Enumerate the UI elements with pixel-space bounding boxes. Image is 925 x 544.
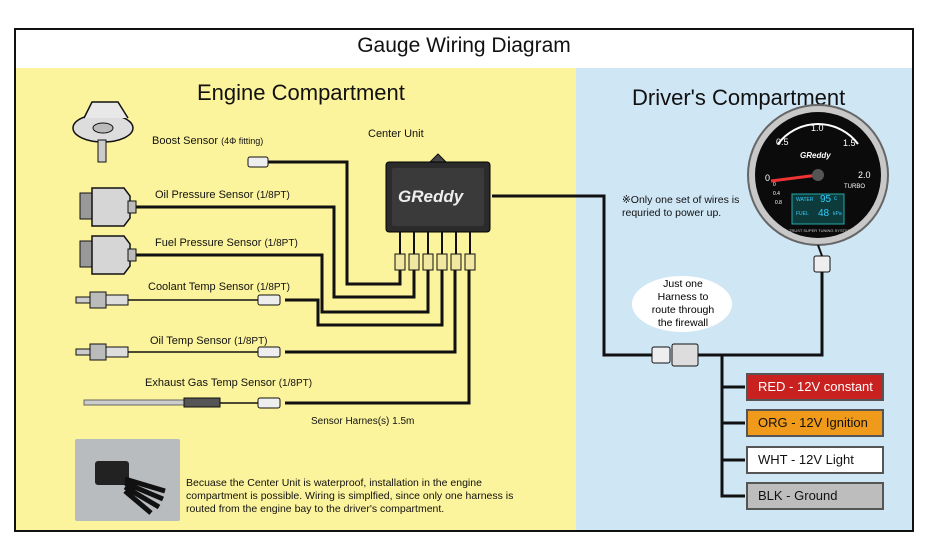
oil-pressure-sensor-icon bbox=[79, 187, 137, 227]
gauge-readout1-label: WATER bbox=[796, 197, 814, 203]
boost-connector-icon bbox=[247, 156, 269, 168]
gauge-footer: TRUST SUPER TUNING SYSTEMS bbox=[789, 228, 854, 233]
coolant-temp-sensor-label: Coolant Temp Sensor (1/8PT) bbox=[148, 281, 290, 293]
fuel-pressure-wire bbox=[135, 253, 430, 314]
power-white: WHT - 12V Light bbox=[746, 446, 884, 474]
boost-wire bbox=[262, 160, 402, 286]
speech-bubble bbox=[632, 276, 732, 332]
center-unit-logo: GReddy bbox=[398, 187, 464, 206]
harness-length-label: Sensor Harnes(s) 1.5m bbox=[311, 416, 415, 427]
bubble-text: Just one Harness to route through the fi… bbox=[651, 278, 715, 329]
coolant-temp-sensor-icon bbox=[75, 291, 281, 309]
fuel-pressure-sensor-label: Fuel Pressure Sensor (1/8PT) bbox=[155, 237, 298, 249]
main-harness-wire bbox=[492, 194, 652, 357]
diagram-title: Gauge Wiring Diagram bbox=[357, 34, 571, 57]
oil-pressure-wire bbox=[135, 205, 416, 299]
gauge-feed-wire bbox=[698, 270, 824, 357]
oil-temp-wire bbox=[285, 268, 457, 354]
oil-temp-sensor-label: Oil Temp Sensor (1/8PT) bbox=[150, 335, 268, 347]
gauge-readout2-unit: kPa bbox=[833, 211, 842, 217]
egt-wire bbox=[285, 268, 471, 405]
gauge-turbo-label: TURBO bbox=[844, 184, 865, 190]
egt-probe-icon bbox=[83, 397, 281, 409]
boost-sensor-icon bbox=[72, 101, 134, 163]
gauge-connector-icon bbox=[813, 255, 831, 273]
power-red: RED - 12V constant bbox=[746, 373, 884, 401]
gauge-readout1-unit: c bbox=[834, 196, 837, 202]
boost-sensor-label: Boost Sensor (4Φ fitting) bbox=[152, 135, 264, 147]
gauge-readout2-label: FUEL bbox=[796, 211, 809, 217]
center-unit-label: Center Unit bbox=[368, 128, 424, 140]
gauge-tick-0-5: 0.5 bbox=[776, 137, 789, 147]
power-black: BLK - Ground bbox=[746, 482, 884, 510]
oil-pressure-sensor-label: Oil Pressure Sensor (1/8PT) bbox=[155, 189, 290, 201]
center-unit-photo bbox=[75, 439, 180, 521]
gauge-readout1: 95 bbox=[820, 194, 832, 205]
gauge-logo: GReddy bbox=[800, 151, 831, 160]
egt-sensor-label: Exhaust Gas Temp Sensor (1/8PT) bbox=[145, 377, 313, 389]
power-trunk bbox=[698, 353, 745, 498]
center-unit-icon bbox=[385, 153, 491, 233]
coolant-wire bbox=[285, 268, 444, 327]
gauge-readout2: 48 bbox=[818, 208, 830, 219]
center-unit-connectors bbox=[394, 253, 476, 271]
gauge-tick-2-0: 2.0 bbox=[858, 170, 871, 180]
gauge-icon bbox=[747, 104, 889, 246]
wire-note: ※Only one set of wires is requried to po… bbox=[622, 194, 740, 219]
gauge-tick-1-0: 1.0 bbox=[811, 123, 824, 133]
power-branches bbox=[722, 385, 745, 462]
fuel-pressure-sensor-icon bbox=[79, 235, 137, 275]
gauge-left-tick-0-8: 0.8 bbox=[775, 200, 782, 206]
gauge-left-tick-0-4: 0.4 bbox=[773, 191, 780, 197]
power-orange: ORG - 12V Ignition bbox=[746, 409, 884, 437]
firewall-connector-icon bbox=[651, 343, 699, 367]
oil-temp-sensor-icon bbox=[75, 343, 281, 361]
gauge-tick-1-5: 1.5 bbox=[843, 138, 856, 148]
waterproof-note: Becuase the Center Unit is waterproof, i… bbox=[186, 477, 514, 515]
gauge-tick-0: 0 bbox=[765, 173, 771, 183]
gauge-left-tick-0: 0 bbox=[773, 182, 776, 188]
engine-heading: Engine Compartment bbox=[197, 80, 405, 105]
